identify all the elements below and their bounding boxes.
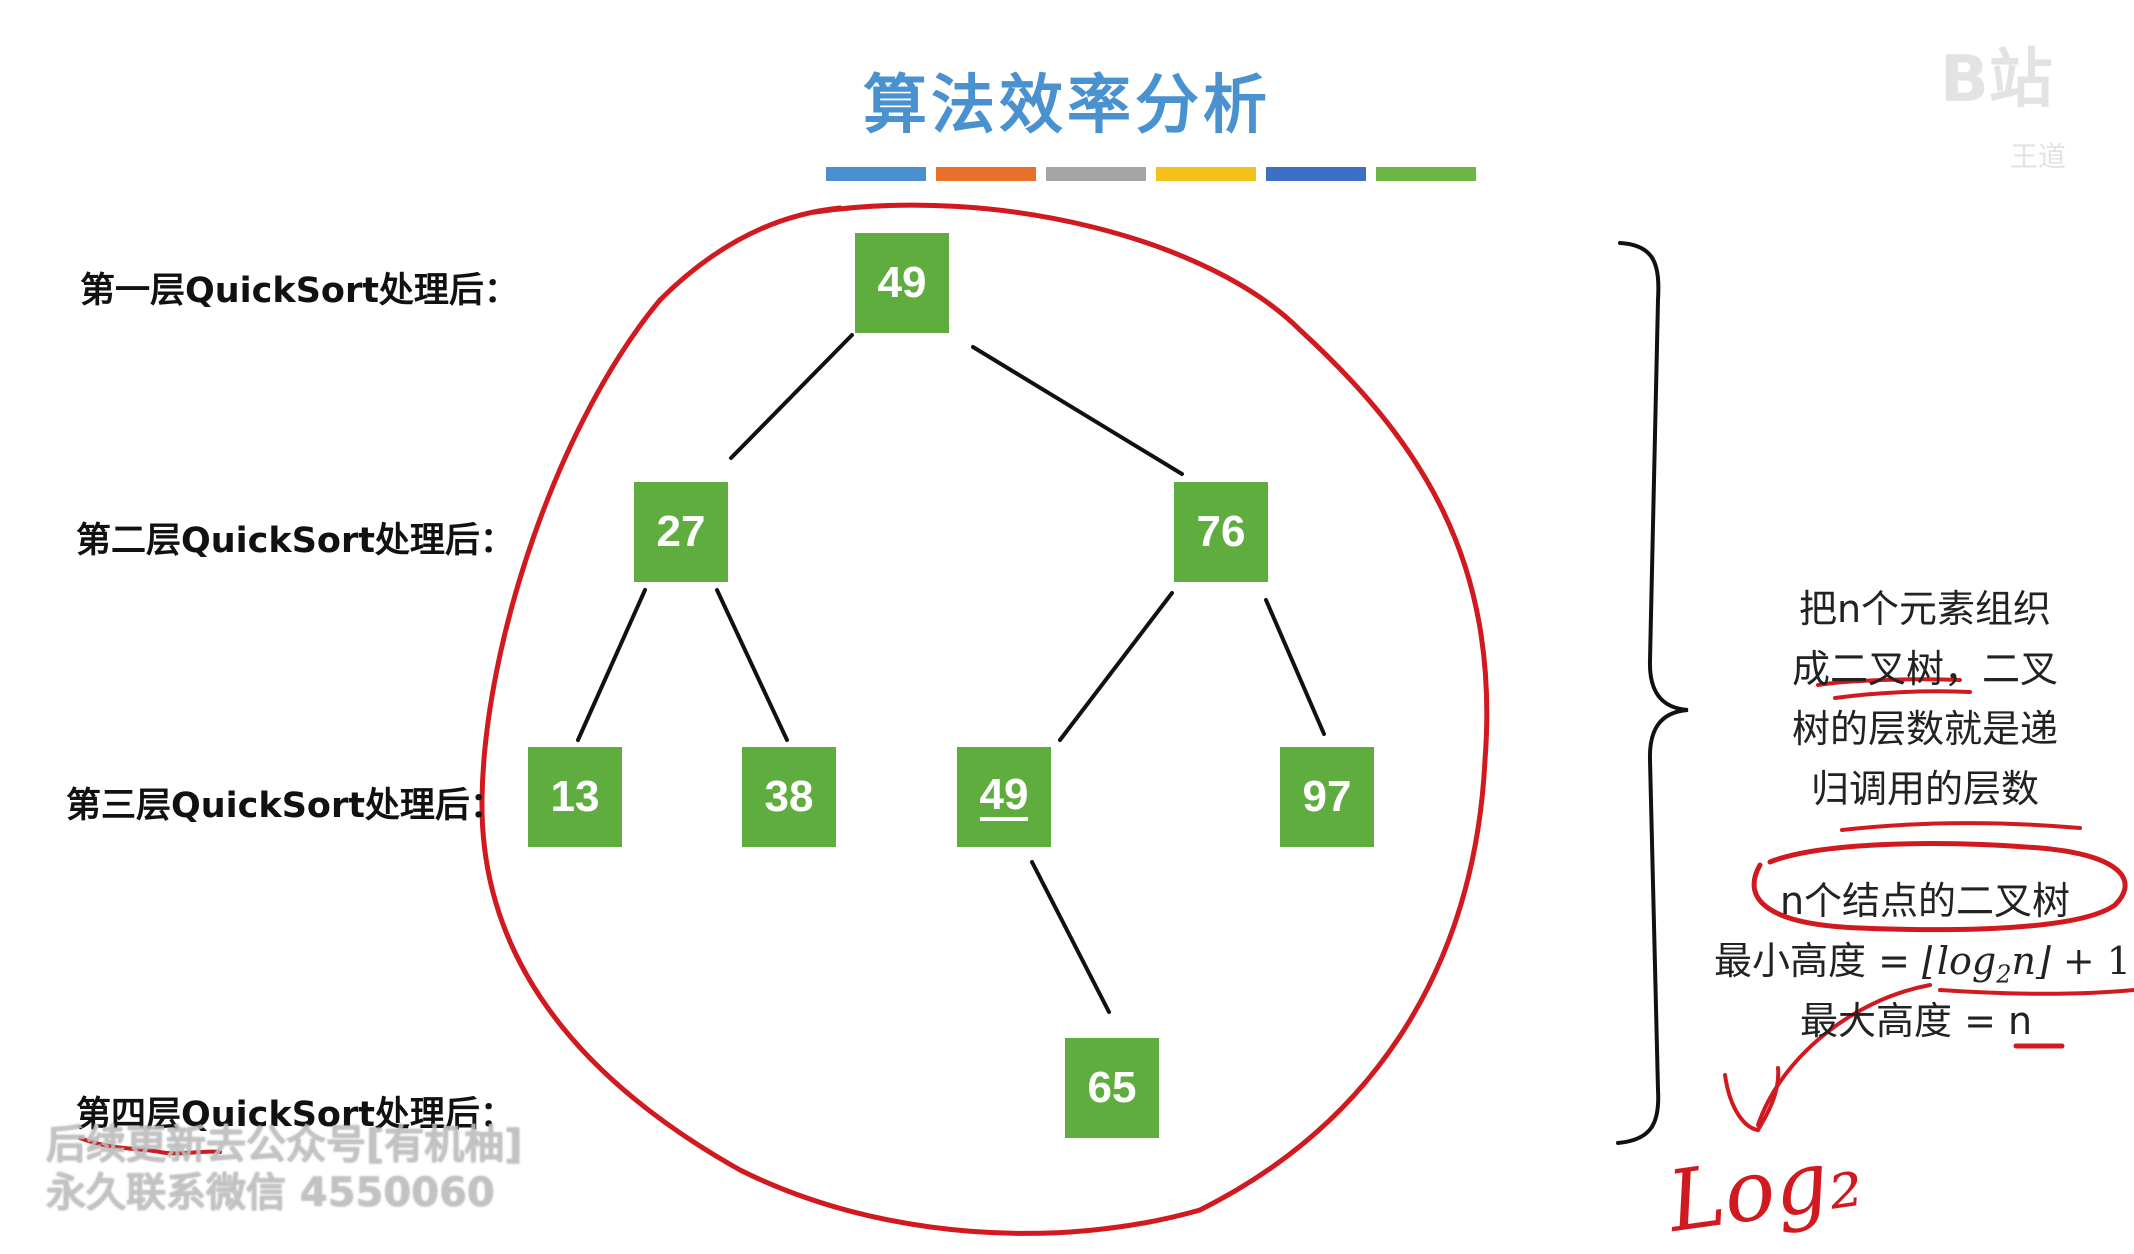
node-value: 27: [656, 507, 706, 556]
floor-open: ⌊: [1922, 939, 1937, 983]
edge-49-65: [1030, 860, 1111, 1014]
edge-76-97: [1264, 598, 1326, 736]
color-bar-6: [1376, 167, 1476, 181]
tree-node-level3-b: 38: [742, 747, 836, 847]
color-bar-2: [936, 167, 1036, 181]
tree-node-root: 49: [855, 233, 949, 333]
color-bar-1: [826, 167, 926, 181]
plus-one: + 1: [2050, 939, 2131, 983]
red-underline-binary-tree-2: [1833, 689, 1972, 700]
note-line-2: 成二叉树，二叉: [1791, 647, 2058, 691]
watermark-line-1: 后续更新去公众号[有机柚]: [46, 1122, 523, 1168]
title-color-bars: [826, 167, 1476, 181]
level-label-1: 第一层QuickSort处理后：: [80, 271, 519, 311]
node-value: 13: [550, 772, 600, 821]
edge-27-38: [715, 588, 789, 742]
red-underline-log: [1938, 988, 2134, 996]
red-arrow-head: [1723, 1066, 1781, 1133]
node-value: 38: [764, 772, 814, 821]
tree-node-level3-c: 49: [957, 747, 1051, 847]
red-squiggle-bottom-left: [78, 1136, 222, 1156]
red-ellipse-annotation: [1751, 841, 2128, 933]
log-base: 2: [1996, 960, 2012, 989]
tree-node-level2-left: 27: [634, 482, 728, 582]
edge-49-27: [729, 333, 854, 460]
logo-watermark-sub: 王道: [2010, 140, 2067, 173]
node-value: 49: [979, 770, 1029, 821]
tree-node-level4: 65: [1065, 1038, 1159, 1138]
node-value: 65: [1087, 1063, 1137, 1112]
color-bar-4: [1156, 167, 1256, 181]
level-label-4: 第四层QuickSort处理后：: [76, 1095, 515, 1135]
log-text: log: [1936, 939, 1997, 983]
logo-watermark: B站: [1940, 43, 2053, 117]
tree-node-level3-d: 97: [1280, 747, 1374, 847]
red-arrow-annotation: [1756, 983, 1932, 1127]
edge-49-76: [971, 345, 1184, 476]
edge-76-49: [1058, 591, 1174, 742]
node-value: 76: [1196, 507, 1246, 556]
red-separator-line: [1840, 821, 2082, 832]
note-line-1: 把n个元素组织: [1798, 587, 2052, 631]
floor-close: ⌋: [2035, 939, 2051, 983]
note-line-4: 归调用的层数: [1810, 767, 2039, 811]
note-circled-text: n个结点的二叉树: [1779, 879, 2071, 923]
note-line-3: 树的层数就是递: [1791, 707, 2058, 751]
min-height-formula: 最小高度 = ⌊log2n⌋ + 1: [1714, 930, 2131, 989]
node-value: 49: [877, 258, 927, 307]
min-height-label: 最小高度 =: [1714, 939, 1922, 983]
max-height-formula: 最大高度 = n: [1800, 999, 2033, 1043]
page-title: 算法效率分析: [863, 69, 1271, 143]
log-arg: n: [2011, 939, 2036, 983]
tree-node-level2-right: 76: [1174, 482, 1268, 582]
watermark-line-2: 永久联系微信 4550060: [46, 1170, 495, 1216]
curly-brace: [1616, 241, 1689, 1145]
color-bar-3: [1046, 167, 1146, 181]
level-label-3: 第三层QuickSort处理后：: [66, 786, 505, 826]
color-bar-5: [1266, 167, 1366, 181]
node-value: 97: [1302, 772, 1352, 821]
red-underline-binary-tree: [1816, 677, 1962, 687]
red-circle-annotation: [479, 202, 1490, 1236]
edge-27-13: [576, 588, 647, 742]
tree-node-level3-a: 13: [528, 747, 622, 847]
level-label-2: 第二层QuickSort处理后：: [76, 521, 515, 561]
